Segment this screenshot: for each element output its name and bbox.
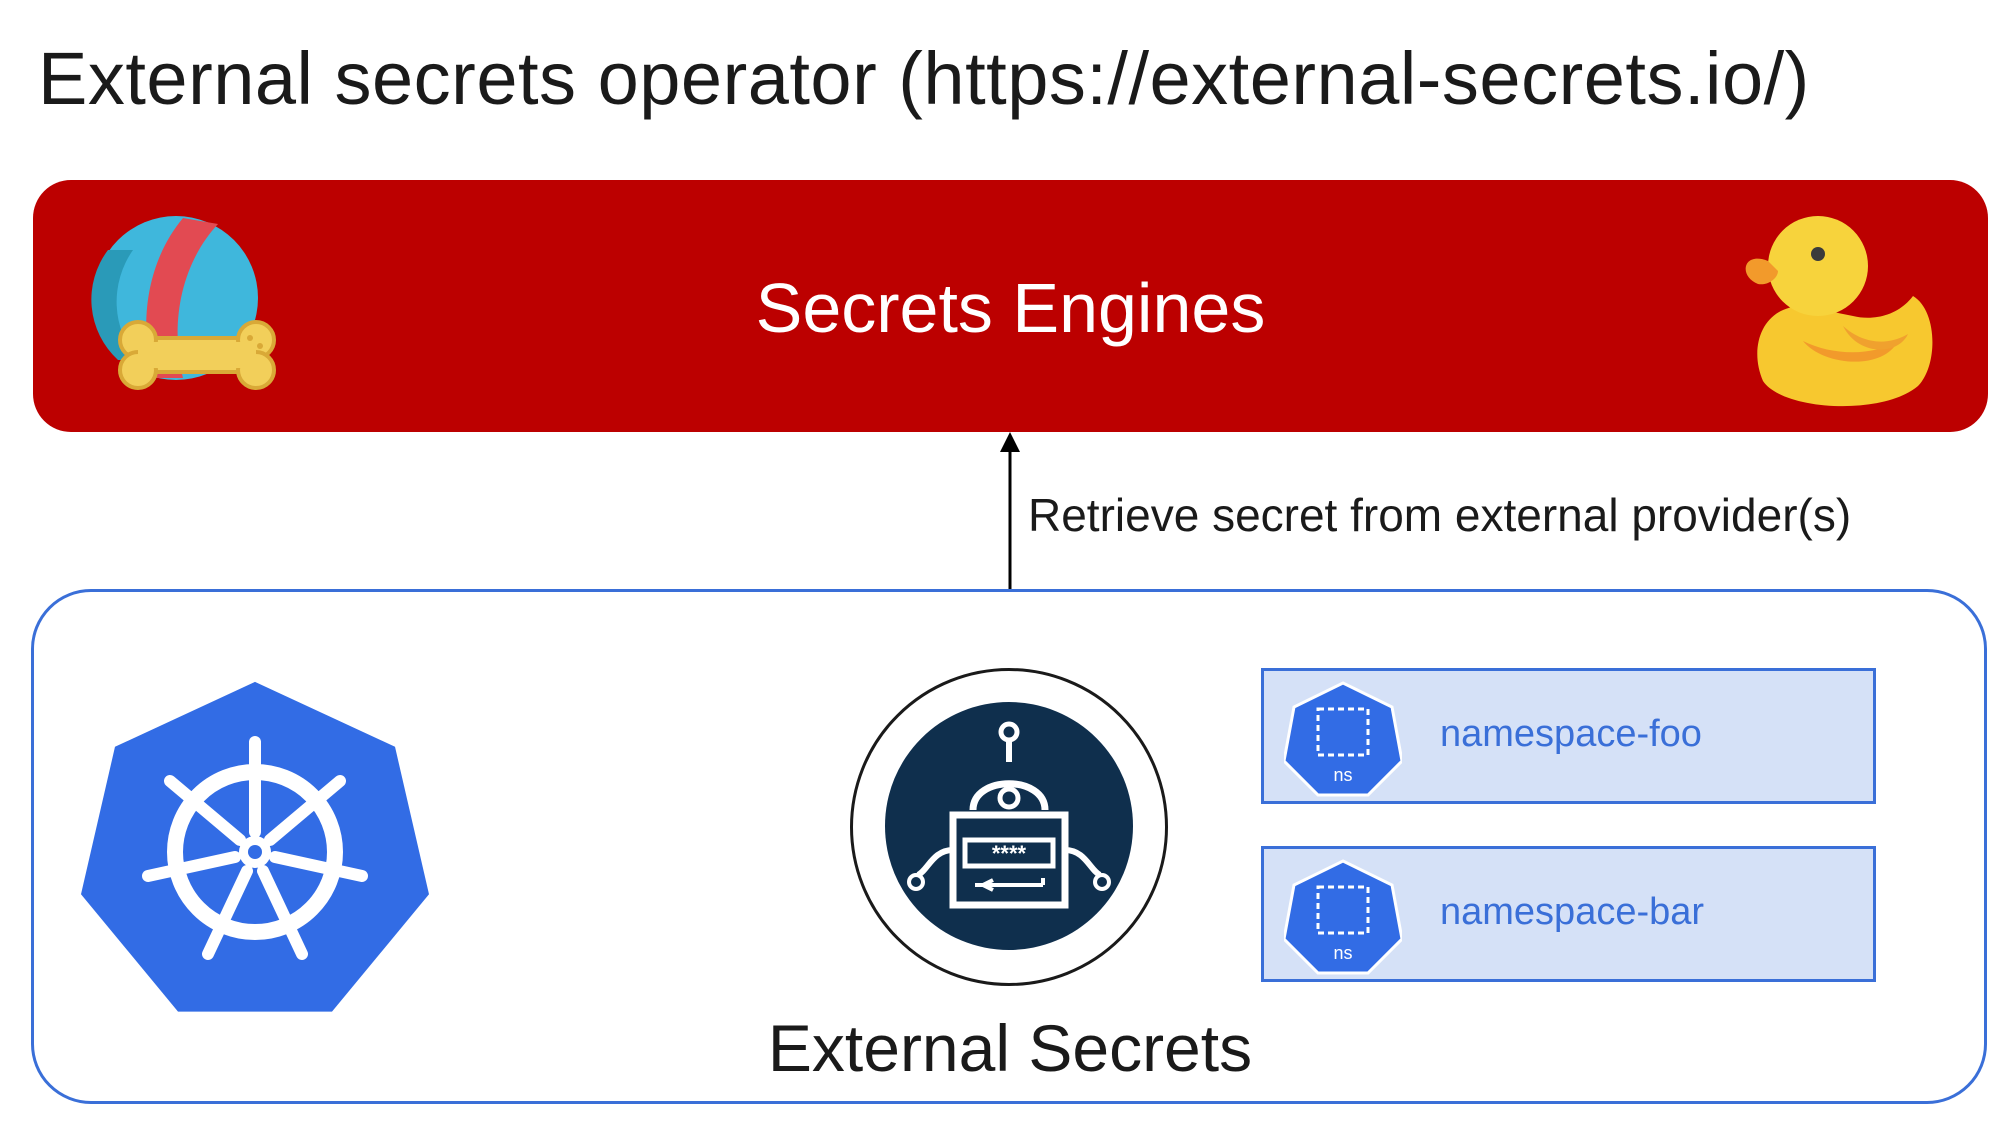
namespace-icon-text: ns	[1333, 765, 1352, 785]
namespace-label: namespace-foo	[1440, 713, 1702, 755]
namespace-icon-text: ns	[1333, 943, 1352, 963]
namespace-bar-box: ns namespace-bar	[1261, 846, 1876, 982]
rubber-duck-icon	[1745, 216, 1933, 407]
external-secrets-label: External Secrets	[767, 1011, 1253, 1085]
namespace-foo-box: ns namespace-foo	[1261, 668, 1876, 804]
robot-password-icon: ****	[885, 702, 1133, 950]
secrets-engines-box: Secrets Engines	[33, 180, 1988, 432]
ball-and-bone-icon	[91, 216, 276, 390]
namespace-label: namespace-bar	[1440, 891, 1705, 933]
secrets-engines-label: Secrets Engines	[755, 269, 1266, 347]
password-mask-text: ****	[992, 841, 1027, 866]
namespace-icon: ns	[1284, 681, 1402, 797]
namespace-icon: ns	[1284, 859, 1402, 975]
retrieve-arrow-label: Retrieve secret from external provider(s…	[1028, 489, 1852, 541]
page-title: External secrets operator (https://exter…	[38, 37, 1810, 120]
kubernetes-icon	[81, 681, 429, 1012]
